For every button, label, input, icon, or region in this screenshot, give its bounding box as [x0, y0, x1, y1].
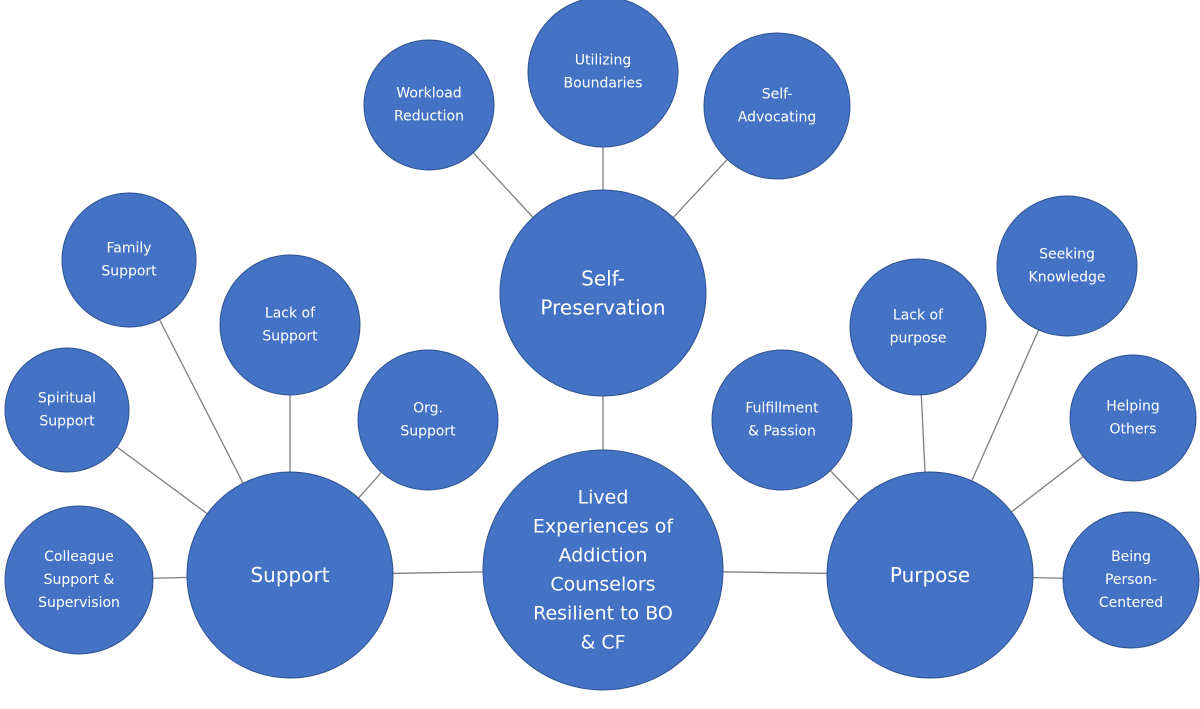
node-lack-of-support: Lack of Support [219, 254, 361, 396]
node-circle-self-advocating [703, 32, 851, 180]
node-fulfillment-passion: Fulfillment & Passion [711, 349, 853, 491]
node-label-lack-of-purpose-line-0: Lack of [893, 308, 944, 324]
node-label-seeking-knowledge-line-0: Seeking [1039, 247, 1095, 263]
node-circle-being-person-centered [1062, 511, 1200, 649]
node-org-support: Org. Support [357, 349, 499, 491]
node-circle-self-preservation [499, 189, 707, 397]
node-label-workload-reduction-line-0: Workload [396, 86, 461, 102]
node-lack-of-purpose: Lack of purpose [849, 258, 987, 396]
node-circle-colleague-support [4, 505, 154, 655]
node-circle-fulfillment-passion [711, 349, 853, 491]
node-label-lack-of-support-line-1: Support [262, 329, 318, 345]
node-label-center-line-1: Experiences of [533, 516, 675, 538]
node-label-self-preservation-line-0: Self- [581, 267, 625, 291]
node-label-being-person-centered-line-0: Being [1111, 549, 1151, 565]
node-circle-support [186, 471, 394, 679]
node-circle-utilizing-boundaries [527, 0, 679, 148]
node-label-colleague-support-line-2: Supervision [38, 595, 120, 611]
node-label-org-support-line-1: Support [400, 424, 456, 440]
node-label-center-line-0: Lived [578, 487, 629, 509]
node-label-center-line-2: Addiction [559, 545, 648, 567]
node-label-spiritual-support-line-0: Spiritual [38, 391, 96, 407]
node-label-being-person-centered-line-1: Person- [1105, 572, 1157, 588]
node-circle-spiritual-support [4, 347, 130, 473]
node-self-preservation: Self- Preservation [499, 189, 707, 397]
node-label-utilizing-boundaries-line-0: Utilizing [575, 53, 631, 69]
node-label-center-line-4: Resilient to BO [533, 603, 673, 625]
node-self-advocating: Self- Advocating [703, 32, 851, 180]
node-label-purpose-line-0: Purpose [890, 563, 970, 587]
node-label-colleague-support-line-0: Colleague [44, 549, 114, 565]
node-label-workload-reduction-line-1: Reduction [394, 109, 464, 125]
node-label-self-preservation-line-1: Preservation [540, 296, 665, 320]
node-circle-center [482, 449, 724, 691]
node-label-family-support-line-0: Family [106, 241, 151, 257]
node-circle-lack-of-support [219, 254, 361, 396]
node-circle-workload-reduction [363, 39, 495, 171]
node-label-seeking-knowledge-line-1: Knowledge [1029, 270, 1106, 286]
node-label-fulfillment-passion-line-1: & Passion [748, 424, 816, 440]
node-label-family-support-line-1: Support [101, 264, 157, 280]
node-label-being-person-centered-line-2: Centered [1099, 595, 1163, 611]
node-label-helping-others-line-0: Helping [1106, 399, 1160, 415]
node-label-self-advocating-line-1: Advocating [738, 110, 816, 126]
node-circle-seeking-knowledge [996, 195, 1138, 337]
node-label-self-advocating-line-0: Self- [762, 87, 793, 103]
node-circle-family-support [61, 192, 197, 328]
node-circle-purpose [826, 471, 1034, 679]
node-label-colleague-support-line-1: Support & [44, 572, 115, 588]
node-label-org-support-line-0: Org. [413, 401, 443, 417]
node-label-fulfillment-passion-line-0: Fulfillment [745, 401, 819, 417]
node-label-lack-of-purpose-line-1: purpose [890, 331, 947, 347]
node-circle-helping-others [1069, 354, 1197, 482]
node-support: Support [186, 471, 394, 679]
node-label-lack-of-support-line-0: Lack of [265, 306, 316, 322]
node-label-support-line-0: Support [250, 563, 329, 587]
node-label-spiritual-support-line-1: Support [39, 414, 95, 430]
node-purpose: Purpose [826, 471, 1034, 679]
node-label-center-line-5: & CF [580, 632, 625, 654]
node-label-helping-others-line-1: Others [1109, 422, 1156, 438]
node-label-utilizing-boundaries-line-1: Boundaries [564, 76, 643, 92]
node-circle-org-support [357, 349, 499, 491]
node-circle-lack-of-purpose [849, 258, 987, 396]
node-label-center-line-3: Counselors [550, 574, 655, 596]
